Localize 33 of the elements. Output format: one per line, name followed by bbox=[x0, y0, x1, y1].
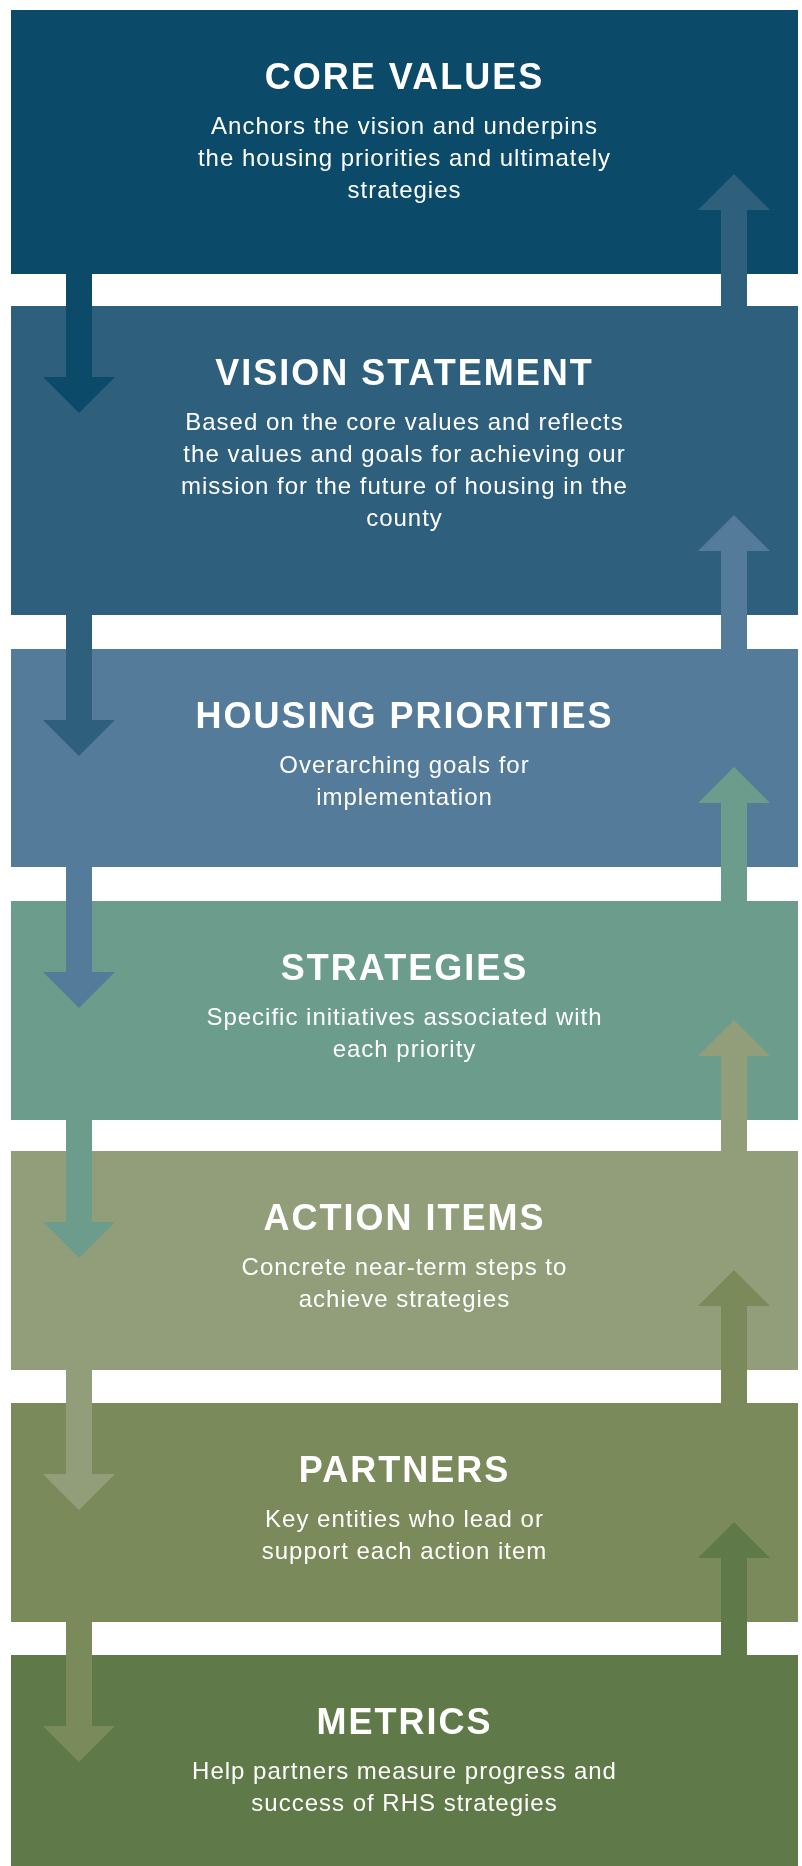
band-description: Key entities who lead or support each action item bbox=[260, 1504, 549, 1566]
process-band bbox=[11, 10, 798, 274]
band-description: Based on the core values and reflects the values and goals for achieving our mission for the future of housing in the county bbox=[180, 407, 629, 533]
process-band bbox=[11, 901, 798, 1120]
block-arrow bbox=[43, 1370, 115, 1510]
band-heading: VISION STATEMENT bbox=[215, 352, 594, 394]
band-heading: CORE VALUES bbox=[264, 56, 545, 98]
band-heading: HOUSING PRIORITIES bbox=[195, 695, 614, 737]
process-band bbox=[11, 1403, 798, 1622]
block-arrow bbox=[43, 1622, 115, 1762]
band-heading: PARTNERS bbox=[298, 1449, 511, 1491]
process-band bbox=[11, 1655, 798, 1866]
band-description: Overarching goals for implementation bbox=[278, 750, 531, 812]
band-description: Specific initiatives associated with each priority bbox=[205, 1002, 604, 1064]
block-arrow bbox=[698, 515, 770, 649]
block-arrow bbox=[43, 867, 115, 1008]
block-arrow bbox=[698, 1020, 770, 1151]
block-arrow bbox=[698, 767, 770, 901]
block-arrow bbox=[698, 174, 770, 306]
band-description: Anchors the vision and underpins the housing priorities and ultimately strategies bbox=[196, 111, 613, 205]
block-arrow bbox=[43, 1120, 115, 1258]
block-arrow bbox=[698, 1522, 770, 1655]
band-description: Concrete near-term steps to achieve strategies bbox=[240, 1252, 569, 1314]
block-arrow bbox=[698, 1270, 770, 1403]
process-band bbox=[11, 649, 798, 867]
process-band bbox=[11, 1151, 798, 1370]
band-heading: STRATEGIES bbox=[280, 947, 529, 989]
block-arrow bbox=[43, 274, 115, 413]
block-arrow bbox=[43, 615, 115, 756]
band-description: Help partners measure progress and success of RHS strategies bbox=[191, 1756, 618, 1818]
process-band bbox=[11, 306, 798, 615]
band-heading: METRICS bbox=[316, 1701, 493, 1743]
band-heading: ACTION ITEMS bbox=[263, 1197, 546, 1239]
